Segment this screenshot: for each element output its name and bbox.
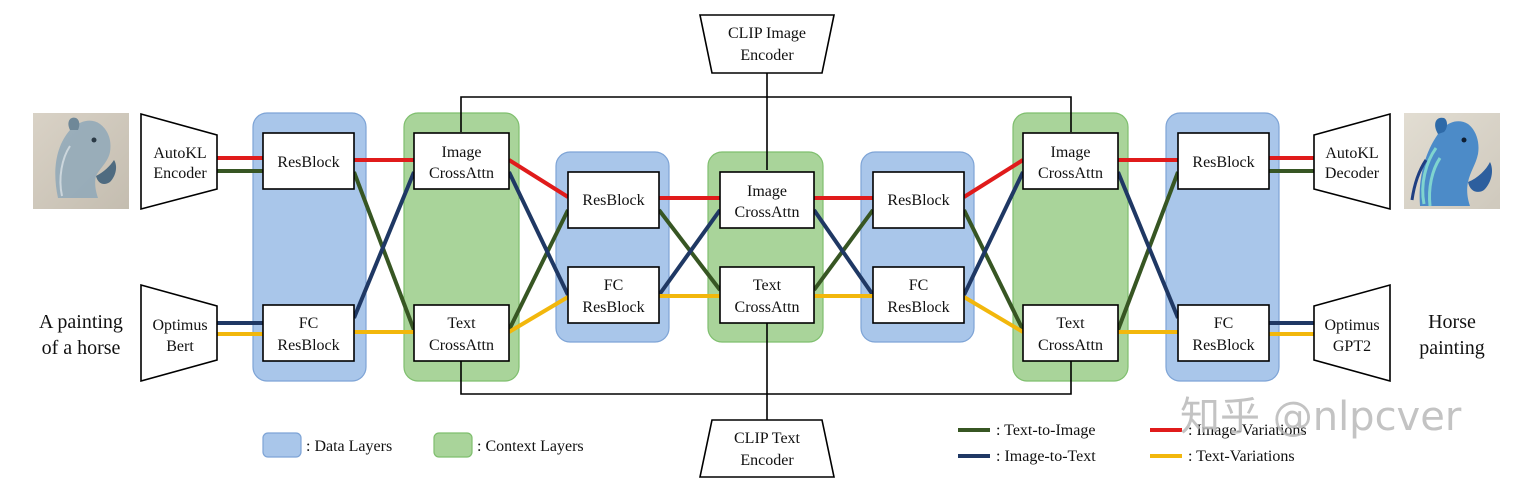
image-crossattn-col2: Image CrossAttn — [413, 132, 510, 190]
input-text-caption: A painting of a horse — [39, 311, 123, 359]
input-text-line2: of a horse — [42, 337, 121, 359]
resblock-label: ResBlock — [1192, 154, 1254, 171]
resblock-col7: ResBlock — [1177, 132, 1270, 190]
autokl-encoder: AutoKL Encoder — [140, 112, 218, 211]
legend-data-layers-swatch — [262, 432, 302, 458]
legend-image-variations-label: : Image-Variations — [1188, 422, 1307, 439]
resblock-label: ResBlock — [582, 192, 644, 209]
optimus-bert: Optimus Bert — [140, 283, 218, 383]
clip-text-encoder-line1: CLIP Text — [734, 430, 801, 447]
flow-green-seg — [507, 209, 570, 331]
resblock-col3: ResBlock — [567, 171, 660, 229]
fc-resblock-line1: FC — [909, 277, 929, 294]
legend-context-layers-label: : Context Layers — [477, 438, 584, 455]
legend-context-layers-swatch — [433, 432, 473, 458]
legend: : Data Layers : Context Layers : Text-to… — [262, 422, 1307, 465]
flow-yellow-seg — [507, 295, 570, 334]
optimus-bert-line2: Bert — [166, 338, 194, 355]
fc-resblock-line1: FC — [604, 277, 624, 294]
autokl-encoder-line2: Encoder — [153, 165, 207, 182]
fc-resblock-col3: FC ResBlock — [567, 266, 660, 324]
optimus-gpt2: Optimus GPT2 — [1313, 283, 1391, 383]
legend-data-layers-label: : Data Layers — [306, 438, 392, 455]
image-crossattn-col6: Image CrossAttn — [1022, 132, 1119, 190]
fc-resblock-line2: ResBlock — [277, 337, 339, 354]
autokl-decoder: AutoKL Decoder — [1313, 112, 1391, 211]
fc-resblock-line2: ResBlock — [582, 299, 644, 316]
fc-resblock-col7: FC ResBlock — [1177, 304, 1270, 362]
resblock-col1: ResBlock — [262, 132, 355, 190]
fc-resblock-col5: FC ResBlock — [872, 266, 965, 324]
clip-text-encoder-line2: Encoder — [740, 452, 794, 469]
flow-navy-seg — [1116, 171, 1180, 319]
autokl-decoder-line1: AutoKL — [1325, 145, 1378, 162]
text-crossattn-line2: CrossAttn — [429, 337, 494, 354]
flow-navy-seg — [352, 171, 416, 319]
layer-panels — [252, 112, 1280, 382]
fc-resblock-col1: FC ResBlock — [262, 304, 355, 362]
watermark: 知乎 @nlpcver — [1180, 394, 1462, 440]
clip-text-encoder: CLIP Text Encoder — [699, 419, 835, 478]
flow-navy-seg — [962, 171, 1025, 296]
flow-navy-seg — [812, 208, 875, 297]
output-text-line1: Horse — [1428, 311, 1476, 333]
flow-red-seg — [962, 158, 1025, 199]
legend-text-variations-label: : Text-Variations — [1188, 448, 1295, 465]
clip-image-encoder: CLIP Image Encoder — [699, 14, 835, 74]
flow-green-seg — [352, 171, 416, 331]
fc-resblock-line2: ResBlock — [1192, 337, 1254, 354]
optimus-bert-line1: Optimus — [152, 317, 207, 334]
flow-lines — [217, 156, 1314, 336]
clip-image-encoder-line2: Encoder — [740, 47, 794, 64]
text-crossattn-line2: CrossAttn — [1038, 337, 1103, 354]
image-crossattn-line2: CrossAttn — [735, 204, 800, 221]
text-crossattn-line1: Text — [753, 277, 782, 294]
resblock-label: ResBlock — [887, 192, 949, 209]
image-crossattn-col4: Image CrossAttn — [719, 171, 815, 229]
flow-red-seg — [507, 158, 570, 199]
fc-resblock-line1: FC — [299, 315, 319, 332]
clip-connectors — [460, 73, 1072, 420]
optimus-gpt2-line1: Optimus — [1324, 317, 1379, 334]
image-crossattn-line1: Image — [442, 144, 482, 161]
legend-text-to-image-label: : Text-to-Image — [996, 422, 1095, 439]
legend-image-to-text-label: : Image-to-Text — [996, 448, 1096, 465]
autokl-decoder-line2: Decoder — [1325, 165, 1380, 182]
resblock-col5: ResBlock — [872, 171, 965, 229]
fc-resblock-line2: ResBlock — [887, 299, 949, 316]
flow-green-seg — [962, 209, 1025, 331]
optimus-gpt2-line2: GPT2 — [1333, 338, 1371, 355]
clip-image-bus — [460, 96, 1072, 132]
image-crossattn-line1: Image — [747, 183, 787, 200]
horse-painting-output-icon — [1404, 113, 1500, 209]
output-text-caption: Horse painting — [1419, 311, 1485, 359]
input-text-line1: A painting — [39, 311, 123, 333]
text-crossattn-col2: Text CrossAttn — [413, 304, 510, 362]
flow-navy-seg — [507, 171, 570, 296]
text-crossattn-line2: CrossAttn — [735, 299, 800, 316]
image-crossattn-line2: CrossAttn — [1038, 165, 1103, 182]
image-crossattn-line2: CrossAttn — [429, 165, 494, 182]
flow-yellow-seg — [962, 295, 1025, 334]
clip-image-encoder-line1: CLIP Image — [728, 25, 806, 42]
fc-resblock-line1: FC — [1214, 315, 1234, 332]
clip-text-bus — [460, 360, 1072, 395]
image-crossattn-line1: Image — [1051, 144, 1091, 161]
autokl-encoder-line1: AutoKL — [153, 145, 206, 162]
text-crossattn-col4: Text CrossAttn — [719, 266, 815, 324]
text-crossattn-line1: Text — [1056, 315, 1085, 332]
flow-green-seg — [1116, 171, 1180, 331]
flow-navy-seg — [657, 208, 722, 297]
text-crossattn-line1: Text — [447, 315, 476, 332]
output-text-line2: painting — [1419, 337, 1485, 359]
text-crossattn-col6: Text CrossAttn — [1022, 304, 1119, 362]
resblock-label: ResBlock — [277, 154, 339, 171]
horse-painting-input-icon — [33, 113, 129, 209]
